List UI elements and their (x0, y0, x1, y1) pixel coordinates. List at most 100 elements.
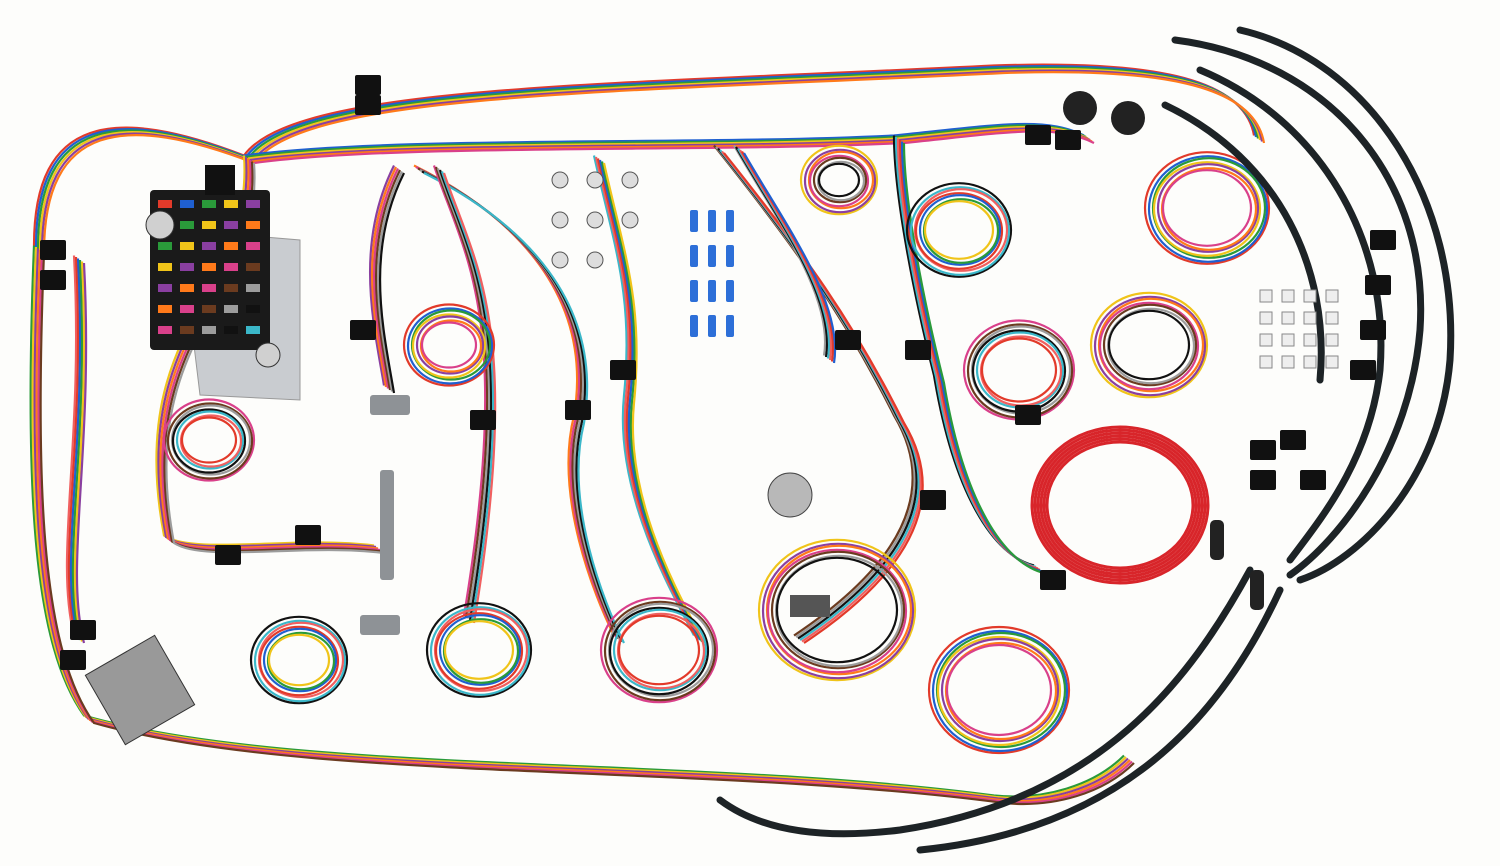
fuse (180, 326, 194, 334)
dimmer-switch (790, 595, 830, 617)
power-wire-coil (1036, 431, 1204, 579)
connector (905, 340, 931, 360)
coil-wire (799, 144, 879, 216)
connector (1350, 360, 1376, 380)
power-wire-coil (1030, 425, 1210, 585)
coil-wire (438, 614, 522, 686)
coil-wire (411, 313, 487, 379)
coil-wire (909, 186, 1011, 276)
connector (60, 650, 86, 670)
harness-wire (39, 252, 1135, 806)
spade-terminal (1259, 333, 1273, 347)
power-wire-coil (1033, 428, 1207, 582)
fuse (224, 326, 238, 334)
harness-wire (38, 68, 1262, 251)
coil-wire (262, 627, 338, 693)
coil-wire (817, 162, 861, 198)
fuse (224, 305, 238, 313)
connector (1055, 130, 1081, 150)
terminal (586, 211, 604, 229)
cable-boot (1210, 520, 1224, 560)
fuse (246, 284, 260, 292)
connector (70, 620, 96, 640)
coil-wire (171, 408, 247, 474)
coil-wire (249, 615, 349, 705)
connector (1365, 275, 1391, 295)
coil-wire (980, 337, 1058, 403)
fuse (246, 305, 260, 313)
connector (1280, 430, 1306, 450)
harness-wire (376, 171, 403, 392)
black-ignition-cables (716, 26, 1455, 854)
fuse (224, 200, 238, 208)
terminal (586, 171, 604, 189)
harness-wire (592, 155, 695, 636)
coil-wire (258, 625, 340, 697)
harness-wire (36, 66, 1260, 249)
fuse (224, 284, 238, 292)
ignition-cable (916, 586, 1284, 854)
coil-wire (162, 398, 256, 482)
connector (920, 490, 946, 510)
harness-wire (434, 166, 489, 618)
coil-wire (918, 194, 1002, 266)
coil-wire (1107, 309, 1191, 381)
coil-wire (406, 307, 494, 385)
harness-wire (438, 169, 493, 621)
terminal (551, 251, 569, 269)
harness-wire (374, 169, 401, 391)
terminal (621, 211, 639, 229)
coil-wire (603, 600, 717, 702)
harness-wire (75, 262, 88, 644)
coil-wire (1098, 301, 1200, 391)
fuse (158, 305, 172, 313)
connector (565, 400, 591, 420)
coil-wire (1161, 169, 1253, 247)
coil-wire (617, 614, 701, 686)
fuse (202, 221, 216, 229)
blue-terminal (708, 315, 716, 337)
fuse (158, 326, 172, 334)
spade-terminal (1281, 333, 1295, 347)
coil-wire (443, 620, 515, 680)
harness-wire (432, 165, 487, 616)
headlight-switch (84, 634, 196, 746)
harness-wire (71, 259, 84, 641)
coil-wire (180, 416, 238, 464)
connector (350, 320, 376, 340)
ignition-cable (716, 566, 1254, 838)
spade-terminal (1281, 289, 1295, 303)
spade-terminal (1325, 355, 1339, 369)
connector (1360, 320, 1386, 340)
relay (205, 165, 235, 195)
harness-wire (37, 251, 1133, 804)
coil-wire (420, 321, 478, 369)
harness-wire (73, 261, 86, 642)
harness-wire (245, 124, 1087, 159)
coil-wire (940, 637, 1060, 743)
harness-wire (372, 168, 399, 389)
gray-connector (380, 470, 394, 580)
coil-wire (757, 538, 917, 682)
coil-wire (1143, 151, 1271, 265)
coil-wire (415, 315, 485, 375)
fuse (158, 263, 172, 271)
blue-terminal (708, 210, 716, 232)
fuse (224, 263, 238, 271)
harness-wire (902, 142, 1045, 575)
blue-terminal (708, 245, 716, 267)
fuse (246, 221, 260, 229)
fuse (180, 263, 194, 271)
gray-connector (360, 615, 400, 635)
connector (40, 270, 66, 290)
coil-wire (402, 303, 496, 387)
harness-wire (65, 255, 78, 636)
coil-wire (425, 602, 533, 698)
blue-terminal (690, 315, 698, 337)
connector (1370, 230, 1396, 250)
coil-wire (945, 643, 1053, 737)
flasher-can (145, 210, 175, 240)
coil-wire (166, 402, 254, 480)
power-wire-coil (1042, 437, 1198, 573)
